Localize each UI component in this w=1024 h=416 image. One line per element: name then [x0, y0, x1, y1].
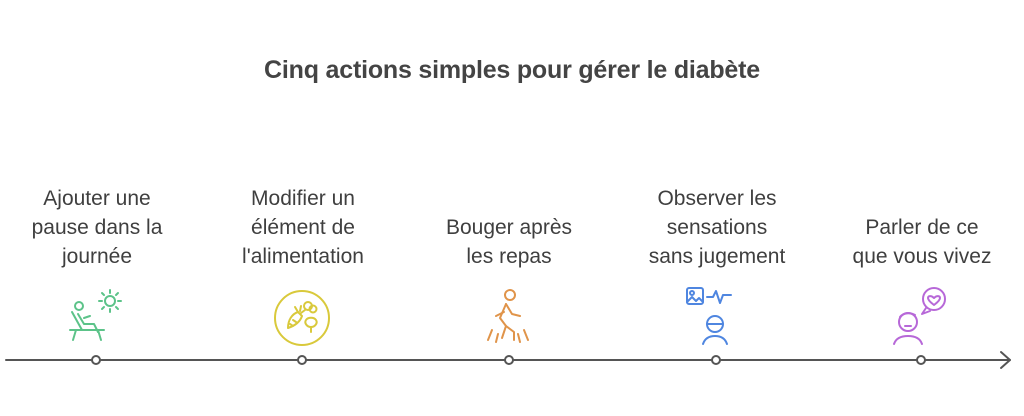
timeline-axis [5, 351, 1011, 369]
step-1-marker [91, 355, 101, 365]
diagram-title: Cinq actions simples pour gérer le diabè… [264, 56, 760, 84]
step-5-marker [916, 355, 926, 365]
step-4-marker [711, 355, 721, 365]
step-1-label: Ajouter une pause dans la journée [31, 187, 163, 268]
step-2-marker [297, 355, 307, 365]
talk-heart-icon [893, 287, 946, 345]
step-3-label: Bouger après les repas [445, 216, 573, 268]
step-3-marker [504, 355, 514, 365]
relaxing-sun-icon [69, 289, 122, 341]
step-4-label: Observer les sensations sans jugement [648, 187, 786, 268]
vegetables-icon [274, 290, 330, 346]
observe-sensations-icon [686, 287, 732, 345]
walking-person-icon [487, 289, 529, 343]
axis-arrowhead [1000, 351, 1011, 369]
step-5-label: Parler de ce que vous vivez [852, 216, 992, 268]
step-2-label: Modifier un élément de l'alimentation [242, 187, 364, 268]
